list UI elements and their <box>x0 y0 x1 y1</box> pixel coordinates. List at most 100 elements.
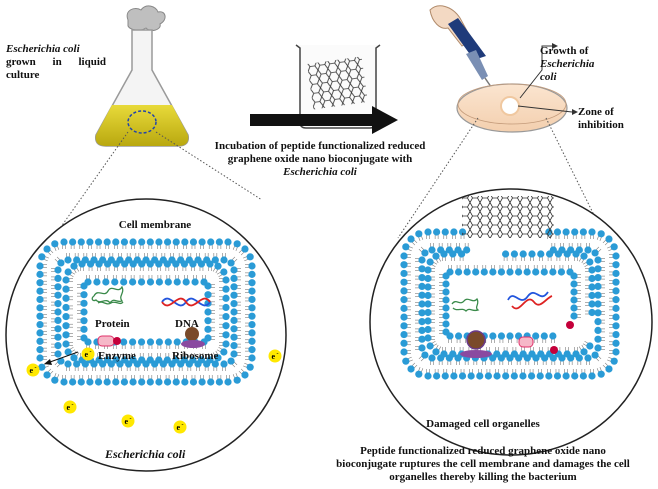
lipid-head <box>553 228 562 236</box>
lipid-head <box>230 333 238 341</box>
lipid-head <box>206 260 214 268</box>
lipid-head <box>64 268 72 276</box>
lipid-head <box>36 304 44 312</box>
lipid-head <box>424 308 432 317</box>
lipid-head <box>230 350 238 358</box>
lipid-head <box>519 350 527 358</box>
lipid-head <box>597 370 605 378</box>
lipid-head <box>528 350 536 358</box>
lipid-head <box>36 270 44 278</box>
lipid-head <box>36 262 44 270</box>
lipid-head <box>198 238 206 246</box>
growth-line-3: coli <box>540 71 557 83</box>
lipid-head <box>418 344 426 352</box>
lipid-head <box>246 253 254 261</box>
growth-line-1: Growth of <box>540 45 589 57</box>
lipid-head <box>57 357 65 365</box>
ribosome-icon <box>181 327 205 348</box>
lipid-head <box>62 303 70 312</box>
lipid-head <box>440 350 448 358</box>
electron-charge: - <box>72 402 74 408</box>
electron-icon <box>26 363 40 377</box>
lipid-head <box>73 360 81 368</box>
lipid-head <box>95 356 103 364</box>
lipid-head <box>588 300 596 308</box>
lipid-head <box>433 372 441 380</box>
lipid-head <box>553 372 562 380</box>
lipid-head <box>540 332 548 340</box>
zone-line-2: inhibition <box>578 119 624 131</box>
culture-flask <box>94 5 190 147</box>
lipid-head <box>586 258 594 266</box>
lipid-head <box>230 291 238 299</box>
lipid-head <box>610 357 618 365</box>
damaged-dna-icon <box>507 291 553 310</box>
lipid-head <box>450 228 458 236</box>
lipid-head <box>510 250 518 258</box>
growth-line-2: Escherichia <box>540 58 595 70</box>
lipid-head <box>442 288 450 296</box>
lipid-head <box>129 260 137 268</box>
lipid-head <box>222 285 230 293</box>
lipid-head <box>428 246 436 254</box>
lipid-head <box>104 260 112 268</box>
lipid-head <box>60 238 68 246</box>
lipid-head <box>51 376 59 384</box>
lipid-head <box>442 304 450 312</box>
lipid-head <box>248 270 256 278</box>
lipid-head <box>497 268 506 276</box>
lipid-head <box>463 268 471 276</box>
protein-icon <box>91 285 124 305</box>
lipid-head <box>230 283 238 291</box>
lipid-head <box>80 325 88 333</box>
lipid-head <box>476 372 484 380</box>
electron-label: e <box>67 403 71 412</box>
lipid-head <box>222 276 230 284</box>
lipid-head <box>418 318 426 326</box>
lipid-head <box>138 378 146 386</box>
incubation-caption: Incubation of peptide functionalized red… <box>190 140 450 179</box>
lipid-head <box>80 282 88 290</box>
lipid-head <box>172 378 180 386</box>
lipid-head <box>111 278 119 286</box>
lipid-head <box>442 272 450 280</box>
lipid-head <box>580 348 588 356</box>
lipid-head <box>570 304 578 312</box>
lipid-head <box>207 378 215 386</box>
lipid-head <box>497 332 506 340</box>
lipid-head <box>36 337 44 345</box>
lipid-head <box>506 268 514 276</box>
lipid-head <box>248 262 256 270</box>
lipid-head <box>189 238 198 246</box>
ecoli-label: Escherichia coli <box>105 447 186 461</box>
growth-pointer <box>519 45 552 99</box>
lipid-head <box>563 250 571 258</box>
lipid-head <box>172 260 180 268</box>
lipid-head <box>463 246 471 254</box>
lipid-head <box>36 329 44 337</box>
lipid-head <box>424 291 432 300</box>
lipid-head <box>418 300 426 308</box>
lipid-head <box>442 280 450 288</box>
lipid-head <box>62 312 70 321</box>
cotton-plug <box>126 5 166 32</box>
graphene-sheet-icon <box>307 56 368 110</box>
lipid-head <box>220 268 228 276</box>
lipid-head <box>588 308 596 317</box>
lipid-head <box>198 378 206 386</box>
electron-icon <box>173 420 187 434</box>
lipid-head <box>80 317 88 325</box>
lipid-head <box>540 268 548 276</box>
lipid-head <box>121 260 129 268</box>
lipid-head <box>120 238 129 246</box>
lipid-head <box>204 291 212 299</box>
lipid-head <box>502 250 510 258</box>
lipid-head <box>571 228 579 236</box>
lipid-head <box>57 259 65 267</box>
lipid-head <box>70 262 78 270</box>
lipid-head <box>86 378 94 386</box>
flask-caption: Escherichia coli grown in liquid culture <box>6 43 106 82</box>
lipid-head <box>172 238 180 246</box>
lipid-head <box>230 274 238 282</box>
